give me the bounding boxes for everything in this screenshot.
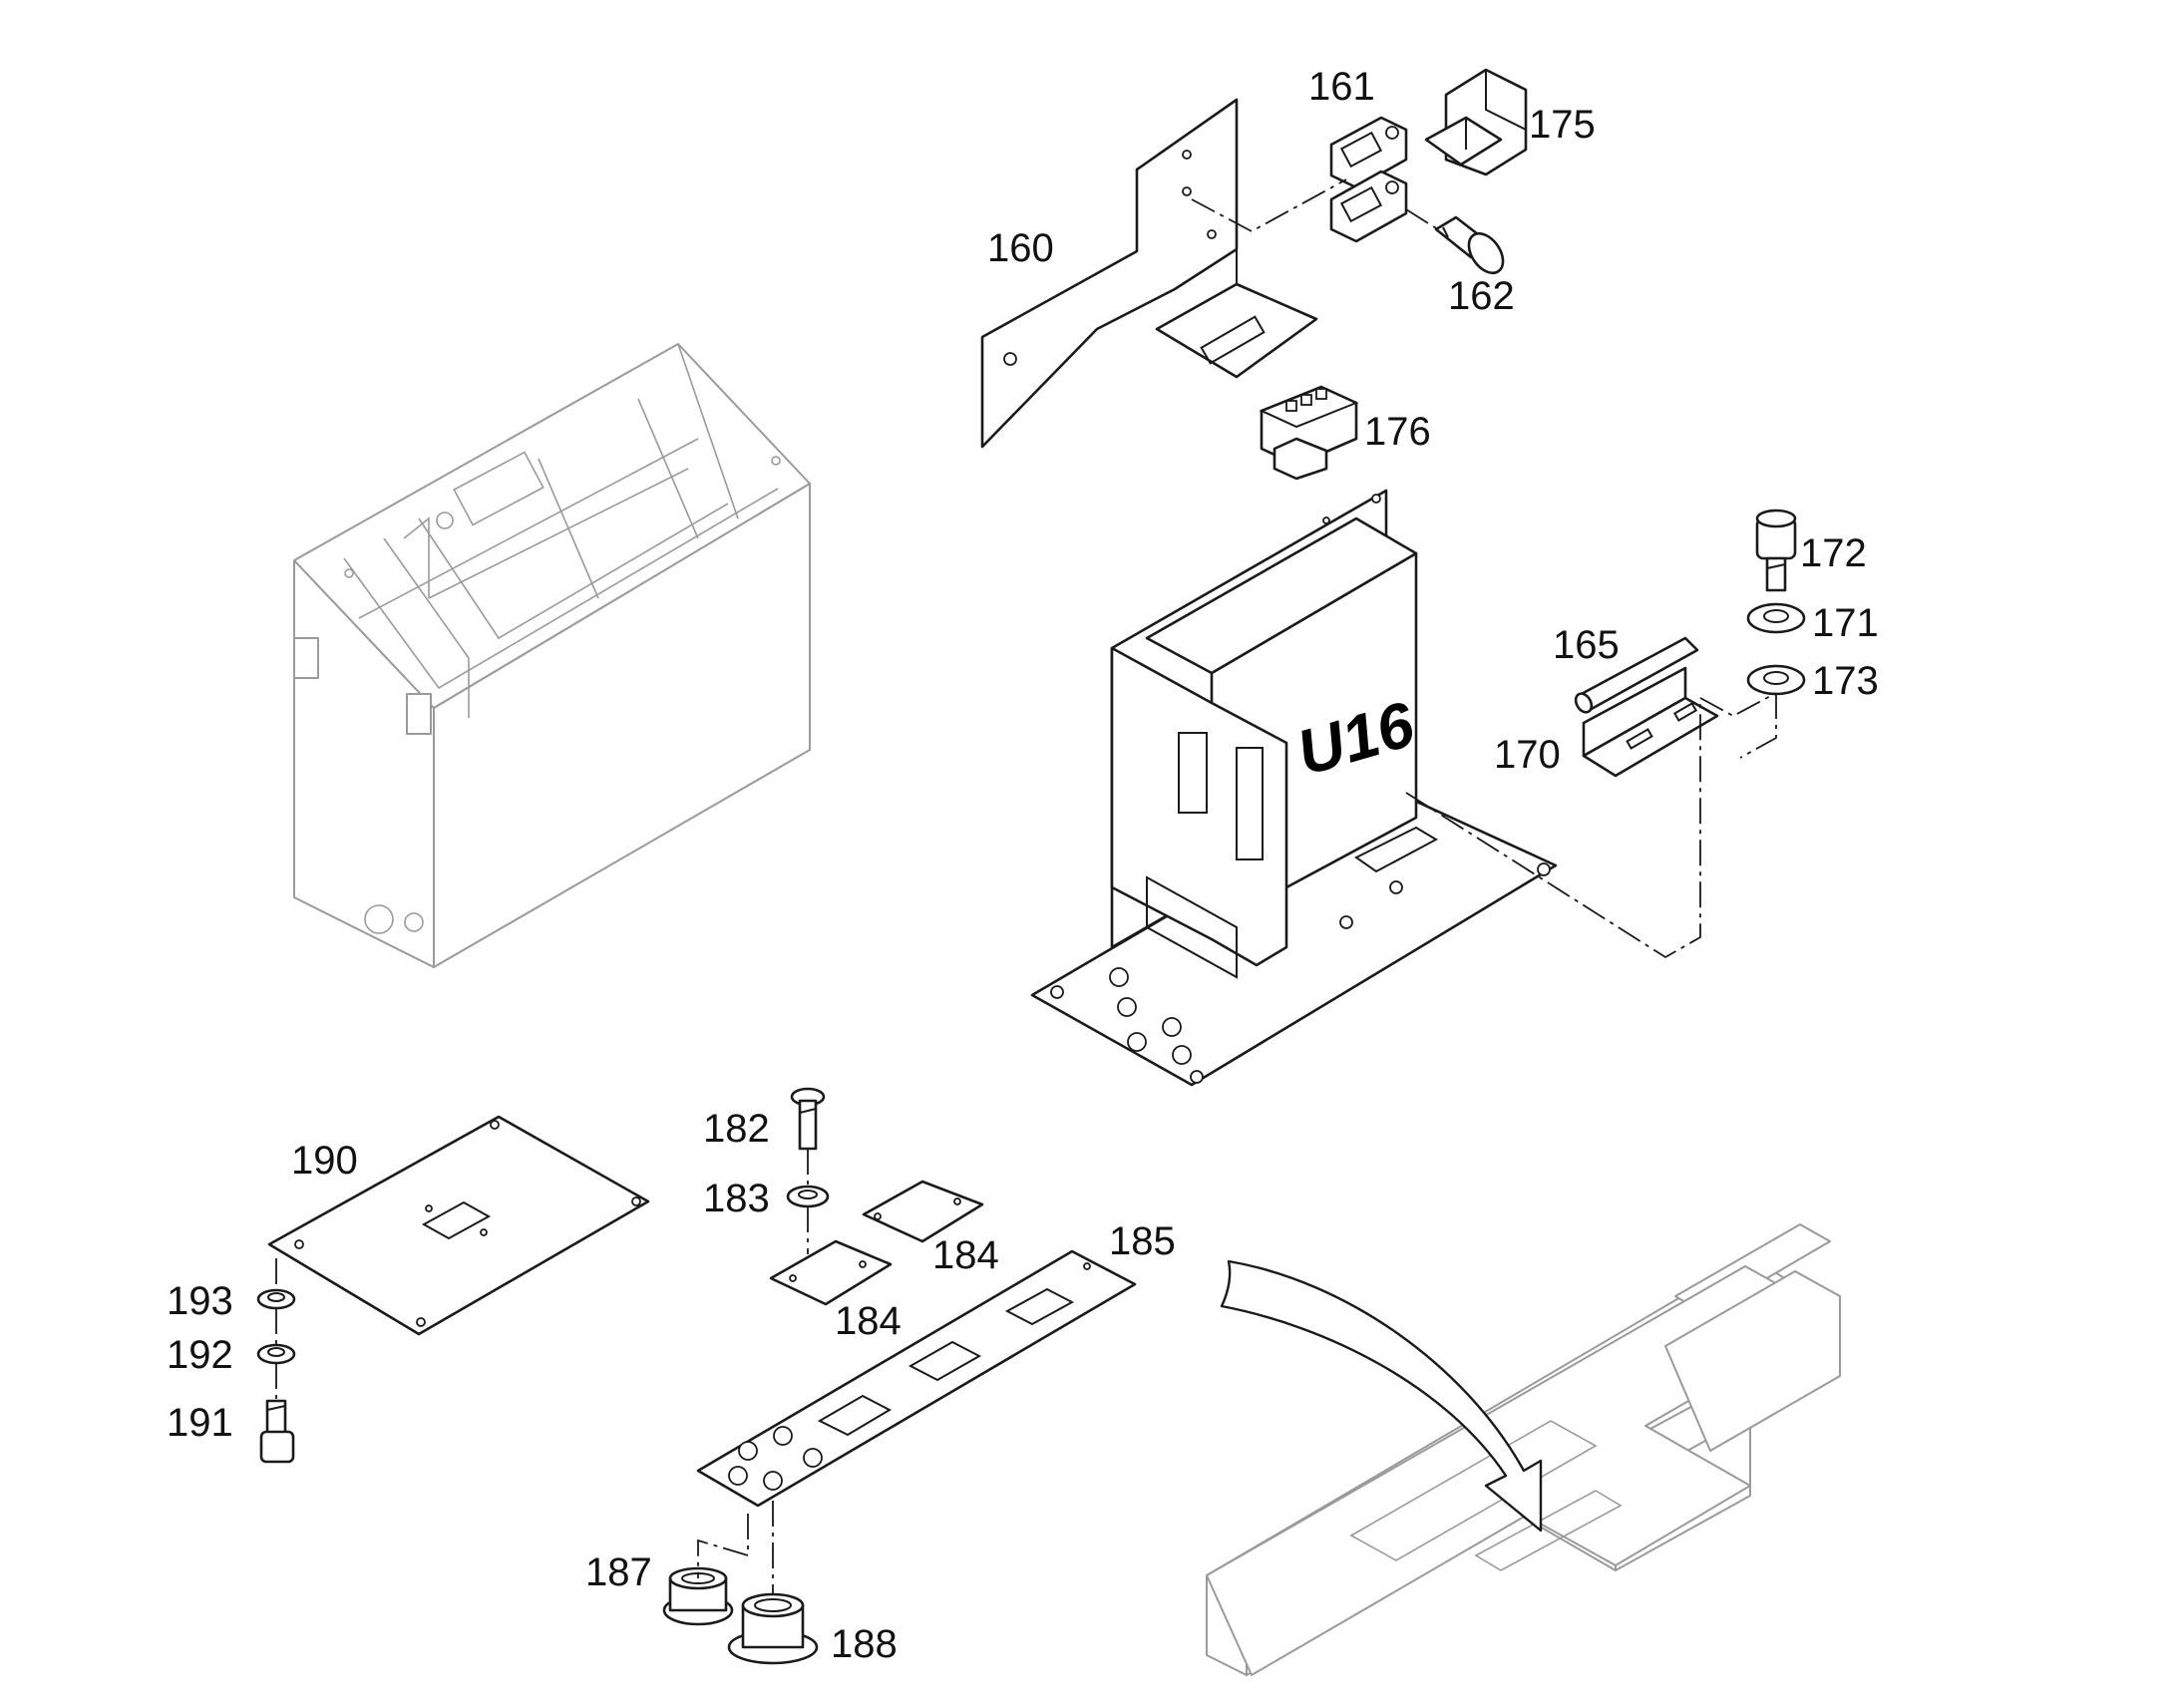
assembly-lines [275,178,1777,1595]
rod-165 [1574,636,1699,714]
callout-192: 192 [167,1333,233,1377]
callout-187: 187 [585,1550,652,1594]
connector-176 [1259,385,1359,481]
screw-182 [790,1087,826,1151]
washer-192 [256,1343,296,1365]
cover-184-lower [769,1239,893,1306]
washer-193 [256,1288,296,1310]
callout-184-upper: 184 [932,1233,999,1277]
callout-171: 171 [1812,601,1879,645]
plate-190 [267,1115,650,1336]
screw-191 [259,1399,295,1464]
callout-labels: 160 161 162 175 176 172 171 173 165 170 … [167,65,1879,1666]
callout-190: 190 [291,1139,358,1183]
callout-173: 173 [1812,659,1879,703]
callout-193: 193 [167,1279,233,1323]
bracket-160 [980,98,1318,449]
bracket-170 [1582,666,1719,778]
callout-184-lower: 184 [835,1299,902,1343]
callout-176: 176 [1364,410,1431,454]
callout-162: 162 [1448,274,1515,318]
washer-171 [1746,602,1806,634]
callout-172: 172 [1800,531,1867,575]
location-arrow [1220,1259,1543,1533]
holder-161 [1329,116,1408,243]
callout-183: 183 [703,1177,770,1220]
washer-173 [1746,664,1806,696]
grommet-187 [662,1566,734,1626]
callout-188: 188 [831,1622,898,1666]
unit-u16: U16 [1030,489,1558,1087]
callout-185: 185 [1109,1219,1176,1263]
screw-172 [1755,509,1797,592]
callout-161: 161 [1308,65,1375,109]
plate-185 [696,1249,1137,1508]
callout-160: 160 [987,226,1054,270]
callout-175: 175 [1529,103,1596,147]
callout-182: 182 [703,1107,770,1151]
clip-175 [1424,68,1528,176]
housing-ghost [293,343,811,968]
cover-184-upper [862,1180,984,1243]
washer-183 [786,1185,830,1208]
callout-191: 191 [167,1401,233,1445]
callout-170: 170 [1494,733,1561,777]
grommet-188 [727,1592,819,1665]
callout-165: 165 [1553,623,1620,667]
screw-162 [1434,215,1505,275]
